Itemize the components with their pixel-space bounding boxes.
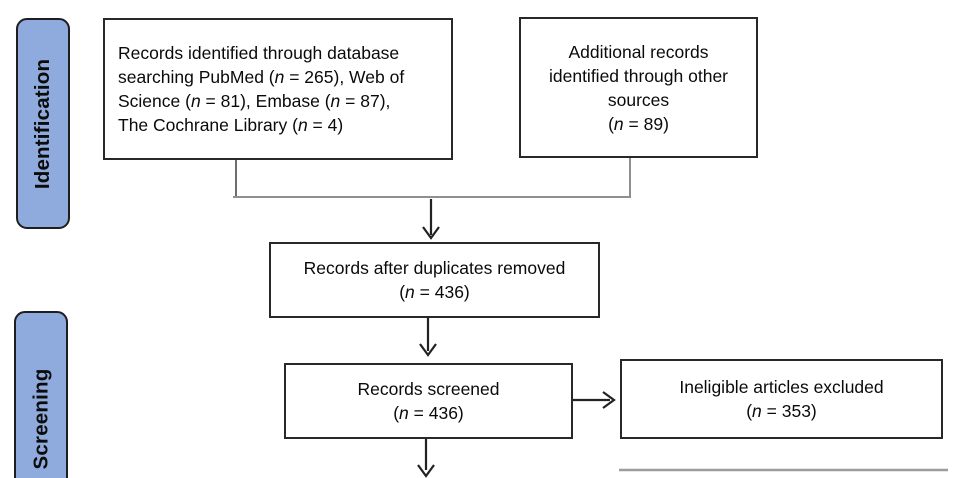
flow-stage-identification: Identification [16, 18, 70, 229]
flow-stage-identification-label: Identification [31, 58, 55, 189]
arrowhead-screened-to-excluded [602, 391, 616, 409]
box-after-duplicates: Records after duplicates removed (n = 436… [269, 242, 600, 318]
box-text-line: identified through other [548, 65, 729, 86]
box-text-line: (n = 436) [393, 403, 464, 423]
box-text-line: Science (n = 81), Embase (n = 87), [118, 91, 391, 111]
box-text-line: (n = 353) [746, 401, 817, 421]
box-ineligible-excluded: Ineligible articles excluded (n = 353) [620, 359, 943, 439]
arrowhead-duplicates-to-screened [419, 343, 437, 357]
box-other-sources: Additional records identified through oth… [519, 17, 758, 158]
box-database-search: Records identified through database searc… [103, 18, 453, 160]
box-text-line: Records after duplicates removed [303, 258, 566, 278]
flow-stage-screening: Screening [14, 311, 68, 478]
box-text-line: searching PubMed (n = 265), Web of [118, 67, 405, 87]
arrowhead-merge-to-duplicates [422, 226, 440, 240]
box-records-screened: Records screened (n = 436) [284, 363, 573, 439]
box-text-line: (n = 89) [608, 113, 669, 134]
flow-stage-screening-label: Screening [29, 368, 53, 470]
box-text-line: Additional records [568, 41, 709, 62]
box-text-line: sources [607, 89, 670, 110]
arrowhead-screened-down [417, 464, 435, 478]
box-text-line: The Cochrane Library (n = 4) [118, 115, 344, 135]
box-text-line: Records identified through database [118, 43, 400, 63]
box-text-line: (n = 436) [399, 282, 470, 302]
box-text-line: Records screened [357, 379, 500, 399]
box-text-line: Ineligible articles excluded [679, 377, 884, 397]
